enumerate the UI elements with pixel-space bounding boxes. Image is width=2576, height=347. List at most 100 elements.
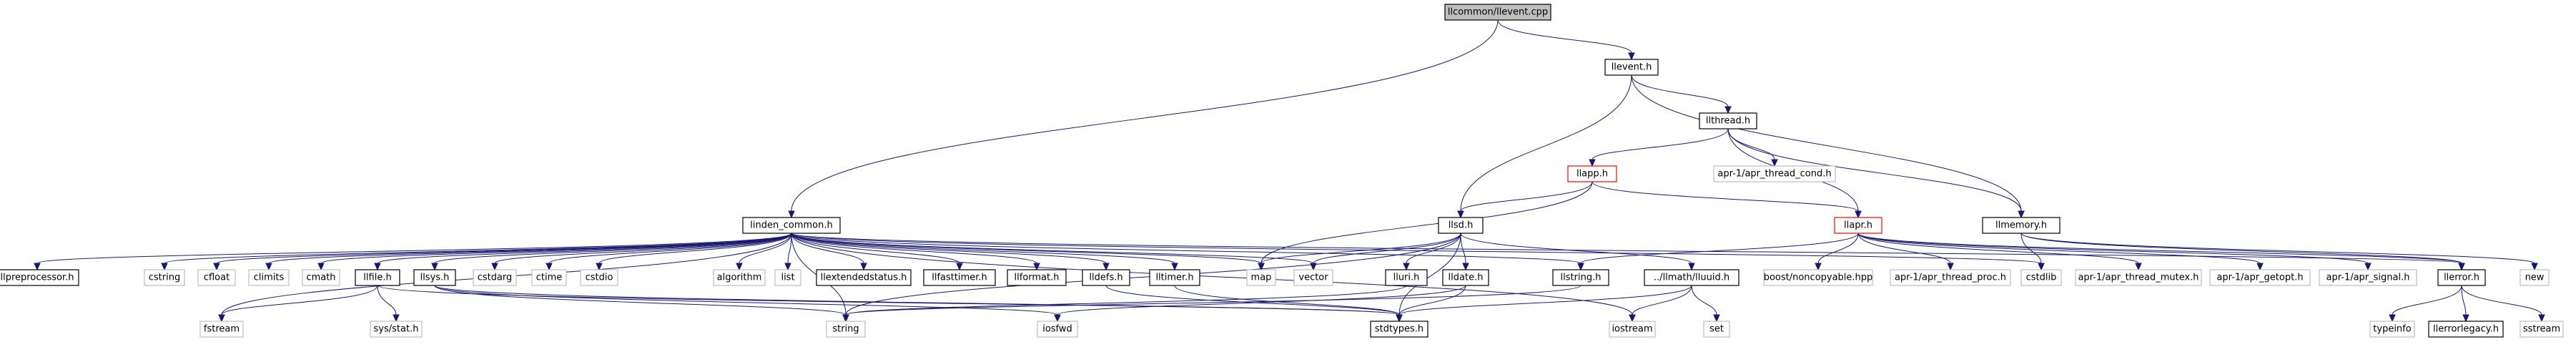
node-box[interactable] <box>2020 269 2062 286</box>
node-box[interactable] <box>1703 321 1730 338</box>
node-box[interactable] <box>0 269 79 286</box>
node-box[interactable] <box>1246 269 1276 286</box>
node-llmemory-h[interactable]: llmemory.h <box>1982 217 2061 234</box>
node-cstring[interactable]: cstring <box>144 269 185 286</box>
node-box[interactable] <box>1442 269 1489 286</box>
node-llevent-h[interactable]: llevent.h <box>1604 59 1659 76</box>
node-box[interactable] <box>580 269 618 286</box>
node-box[interactable] <box>713 269 766 286</box>
node-typeinfo[interactable]: typeinfo <box>2369 321 2415 338</box>
node-box[interactable] <box>1890 269 2011 286</box>
node-llpreprocessor-h[interactable]: llpreprocessor.h <box>0 269 79 286</box>
node-box[interactable] <box>2319 269 2417 286</box>
node-llstring-h[interactable]: llstring.h <box>1552 269 1609 286</box>
node-box[interactable] <box>1444 4 1551 21</box>
node-lluri-h[interactable]: lluri.h <box>1385 269 1428 286</box>
node-box[interactable] <box>370 321 423 338</box>
node-ctime[interactable]: ctime <box>531 269 567 286</box>
node-box[interactable] <box>1149 269 1200 286</box>
node-box[interactable] <box>1007 269 1067 286</box>
node-apr-getopt-h[interactable]: apr-1/apr_getopt.h <box>2209 269 2311 286</box>
node-box[interactable] <box>816 269 912 286</box>
node-cmath[interactable]: cmath <box>302 269 340 286</box>
node-llextendedstatus-h[interactable]: llextendedstatus.h <box>816 269 912 286</box>
node-box[interactable] <box>355 269 400 286</box>
node-lldefs-h[interactable]: lldefs.h <box>1082 269 1130 286</box>
node-box[interactable] <box>774 269 801 286</box>
node-box[interactable] <box>1082 269 1130 286</box>
node-climits[interactable]: climits <box>248 269 290 286</box>
node-box[interactable] <box>1604 59 1659 76</box>
node-llfile-h[interactable]: llfile.h <box>355 269 400 286</box>
node-apr-thread-mutex-h[interactable]: apr-1/apr_thread_mutex.h <box>2075 269 2202 286</box>
node-box[interactable] <box>1609 321 1656 338</box>
node-box[interactable] <box>197 269 236 286</box>
node-llsd-h[interactable]: llsd.h <box>1438 217 1484 234</box>
node-vector[interactable]: vector <box>1293 269 1333 286</box>
node-box[interactable] <box>1552 269 1609 286</box>
node-box[interactable] <box>302 269 340 286</box>
node-algorithm[interactable]: algorithm <box>713 269 766 286</box>
node-apr-thread-cond-h[interactable]: apr-1/apr_thread_cond.h <box>1713 165 1836 182</box>
node-box[interactable] <box>199 321 244 338</box>
node-box[interactable] <box>473 269 517 286</box>
node-cstdio[interactable]: cstdio <box>580 269 618 286</box>
node-box[interactable] <box>413 269 456 286</box>
node-box[interactable] <box>1713 165 1836 182</box>
node-box[interactable] <box>1982 217 2061 234</box>
node-box[interactable] <box>1370 321 1428 338</box>
node-apr-signal-h[interactable]: apr-1/apr_signal.h <box>2319 269 2417 286</box>
node-linden-common-h[interactable]: linden_common.h <box>742 217 841 234</box>
node-boost-noncopyable[interactable]: boost/noncopyable.hpp <box>1763 269 1873 286</box>
node-box[interactable] <box>2437 269 2486 286</box>
node-box[interactable] <box>2209 269 2311 286</box>
node-new[interactable]: new <box>2520 269 2550 286</box>
node-box[interactable] <box>826 321 866 338</box>
node-box[interactable] <box>1567 165 1617 182</box>
node-box[interactable] <box>742 217 841 234</box>
node-box[interactable] <box>2075 269 2202 286</box>
node-map[interactable]: map <box>1246 269 1276 286</box>
node-llformat-h[interactable]: llformat.h <box>1007 269 1067 286</box>
node-box[interactable] <box>2520 321 2564 338</box>
node-box[interactable] <box>1699 112 1757 129</box>
node-box[interactable] <box>248 269 290 286</box>
node-box[interactable] <box>1834 217 1882 234</box>
node-box[interactable] <box>1037 321 1078 338</box>
node-lltimer-h[interactable]: lltimer.h <box>1149 269 1200 286</box>
node-box[interactable] <box>531 269 567 286</box>
node-box[interactable] <box>923 269 996 286</box>
node-iosfwd[interactable]: iosfwd <box>1037 321 1078 338</box>
node-box[interactable] <box>2369 321 2415 338</box>
node-llapp-h[interactable]: llapp.h <box>1567 165 1617 182</box>
node-cstdarg[interactable]: cstdarg <box>473 269 517 286</box>
node-sstream[interactable]: sstream <box>2520 321 2564 338</box>
node-llerrorlegacy-h[interactable]: llerrorlegacy.h <box>2428 321 2504 338</box>
node-box[interactable] <box>1385 269 1428 286</box>
node-fstream[interactable]: fstream <box>199 321 244 338</box>
node-box[interactable] <box>1438 217 1484 234</box>
node-box[interactable] <box>1644 269 1739 286</box>
node-list[interactable]: list <box>774 269 801 286</box>
node-stdtypes-h[interactable]: stdtypes.h <box>1370 321 1428 338</box>
node-llsys-h[interactable]: llsys.h <box>413 269 456 286</box>
node-set[interactable]: set <box>1703 321 1730 338</box>
node-iostream[interactable]: iostream <box>1609 321 1656 338</box>
node-box[interactable] <box>2520 269 2550 286</box>
node-box[interactable] <box>2428 321 2504 338</box>
node-sys-stat-h[interactable]: sys/stat.h <box>370 321 423 338</box>
node-box[interactable] <box>1763 269 1873 286</box>
node-llerror-h[interactable]: llerror.h <box>2437 269 2486 286</box>
node-box[interactable] <box>1293 269 1333 286</box>
node-apr-thread-proc-h[interactable]: apr-1/apr_thread_proc.h <box>1890 269 2011 286</box>
node-string[interactable]: string <box>826 321 866 338</box>
node-llapr-h[interactable]: llapr.h <box>1834 217 1882 234</box>
node-lluuid-h[interactable]: ../llmath/lluuid.h <box>1644 269 1739 286</box>
node-lldate-h[interactable]: lldate.h <box>1442 269 1489 286</box>
node-cstdlib[interactable]: cstdlib <box>2020 269 2062 286</box>
node-llevent-cpp[interactable]: llcommon/llevent.cpp <box>1444 4 1551 21</box>
node-cfloat[interactable]: cfloat <box>197 269 236 286</box>
node-llthread-h[interactable]: llthread.h <box>1699 112 1757 129</box>
node-llfasttimer-h[interactable]: llfasttimer.h <box>923 269 996 286</box>
node-box[interactable] <box>144 269 185 286</box>
